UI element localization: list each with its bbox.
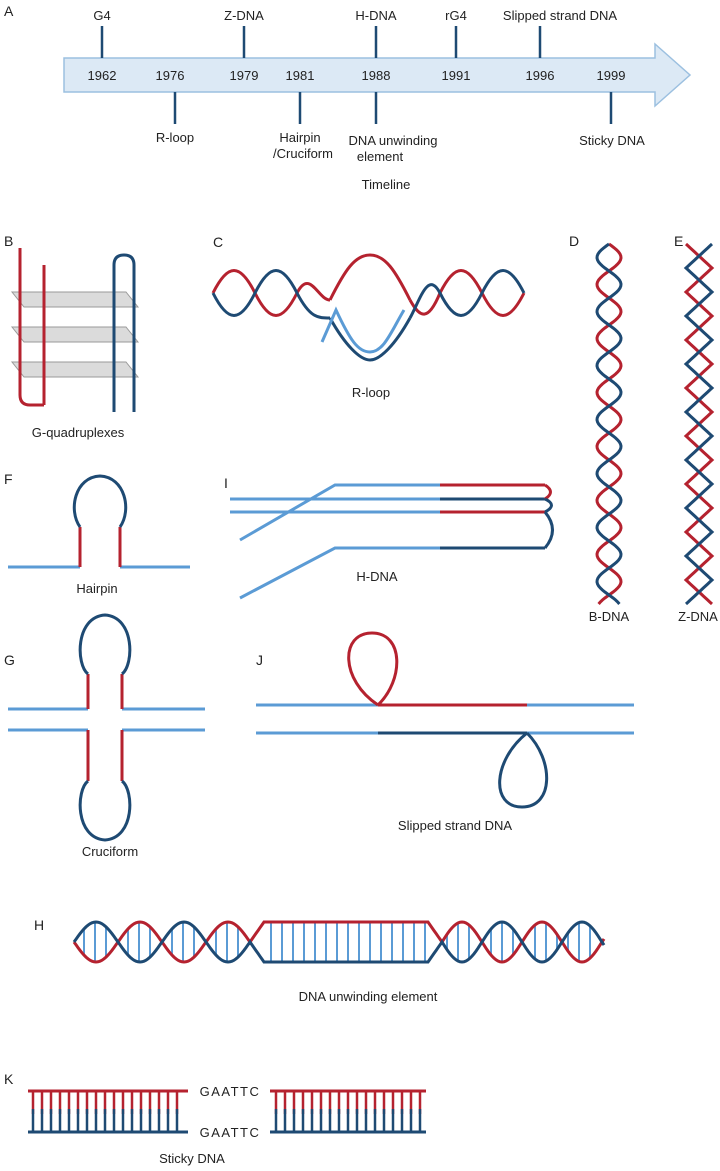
- panel-label-h: H: [34, 917, 44, 933]
- cruciform-upper-loop: [78, 613, 132, 676]
- g4-blue-strand: [112, 253, 136, 412]
- unwinding-blue-strand: [72, 920, 606, 964]
- panel-label-k: K: [4, 1071, 14, 1087]
- event-hairpin: Hairpin: [279, 130, 320, 145]
- hdna-turn-3: [543, 511, 554, 549]
- year-1996: 1996: [526, 68, 555, 83]
- r-loop-diagram: [211, 253, 526, 362]
- g4-red-strand: [18, 248, 46, 407]
- unwinding-diagram: [72, 920, 606, 964]
- rloop-loop-red: [328, 253, 412, 301]
- cruciform-lower-loop: [78, 779, 132, 842]
- panel-label-d: D: [569, 233, 579, 249]
- event-g4: G4: [93, 8, 110, 23]
- tetrad-plane-1: [10, 291, 140, 308]
- rloop-right-red: [408, 269, 526, 317]
- year-1991: 1991: [442, 68, 471, 83]
- panel-label-j: J: [256, 652, 263, 668]
- zdna-blue-strand: [683, 242, 715, 606]
- unwinding-base-pairs: [83, 922, 591, 962]
- sticky-teeth: [31, 1091, 422, 1132]
- tetrad-plane-3: [10, 361, 140, 378]
- year-1976: 1976: [156, 68, 185, 83]
- event-slipped: Slipped strand DNA: [503, 8, 617, 23]
- cruciform-label: Cruciform: [82, 844, 138, 859]
- hairpin-diagram: [8, 474, 190, 569]
- event-hdna: H-DNA: [355, 8, 396, 23]
- year-1979: 1979: [230, 68, 259, 83]
- slipped-strand-diagram: [256, 631, 634, 809]
- panel-label-f: F: [4, 471, 13, 487]
- event-unwinding: DNA unwinding: [349, 133, 438, 148]
- panel-label-a: A: [4, 3, 14, 19]
- hairpin-loop: [72, 474, 128, 528]
- sticky-dna-diagram: [28, 1089, 426, 1134]
- event-unwinding-2: element: [357, 149, 404, 164]
- rloop-label: R-loop: [352, 385, 390, 400]
- event-rloop: R-loop: [156, 130, 194, 145]
- g4-label: G-quadruplexes: [32, 425, 125, 440]
- event-sticky: Sticky DNA: [579, 133, 645, 148]
- hdna-turn-1: [544, 483, 552, 501]
- slipped-label: Slipped strand DNA: [398, 818, 512, 833]
- timeline-caption: Timeline: [362, 177, 411, 192]
- rloop-loop-blue: [328, 317, 412, 362]
- sticky-seq-bottom: GAATTC: [200, 1125, 261, 1140]
- hairpin-label: Hairpin: [76, 581, 117, 596]
- unwinding-red-strand: [72, 920, 606, 964]
- g-quadruplex-diagram: [10, 248, 140, 412]
- year-1988: 1988: [362, 68, 391, 83]
- hdna-strand-4: [239, 546, 440, 600]
- year-1962: 1962: [88, 68, 117, 83]
- panel-label-i: I: [224, 475, 228, 491]
- slipped-bottom-loop: [498, 731, 549, 809]
- timeline-ticks: [100, 26, 613, 124]
- cruciform-diagram: [8, 613, 205, 842]
- year-1999: 1999: [597, 68, 626, 83]
- z-dna-diagram: [683, 242, 715, 606]
- bdna-blue-strand: [595, 242, 623, 605]
- hdna-turn-2: [544, 497, 553, 514]
- rloop-left-red: [211, 269, 331, 317]
- event-rg4: rG4: [445, 8, 467, 23]
- slipped-top-loop: [347, 631, 399, 707]
- bdna-red-strand: [595, 242, 623, 605]
- hdna-label: H-DNA: [356, 569, 397, 584]
- panel-label-e: E: [674, 233, 683, 249]
- event-cruciform: /Cruciform: [273, 146, 333, 161]
- rloop-rna-strand: [320, 306, 406, 354]
- timeline-arrow: [63, 42, 692, 108]
- unwinding-label: DNA unwinding element: [299, 989, 438, 1004]
- rloop-right-blue: [408, 269, 526, 319]
- panel-label-c: C: [213, 234, 223, 250]
- panel-label-b: B: [4, 233, 13, 249]
- panel-label-g: G: [4, 652, 15, 668]
- event-zdna: Z-DNA: [224, 8, 264, 23]
- year-1981: 1981: [286, 68, 315, 83]
- sticky-seq-top: GAATTC: [200, 1084, 261, 1099]
- tetrad-plane-2: [10, 326, 140, 343]
- sticky-label: Sticky DNA: [159, 1151, 225, 1166]
- b-dna-diagram: [595, 242, 623, 605]
- h-dna-diagram: [230, 483, 554, 600]
- bdna-label: B-DNA: [589, 609, 630, 624]
- hdna-strand-2: [239, 483, 440, 542]
- zdna-label: Z-DNA: [678, 609, 718, 624]
- rloop-left-blue: [211, 269, 331, 320]
